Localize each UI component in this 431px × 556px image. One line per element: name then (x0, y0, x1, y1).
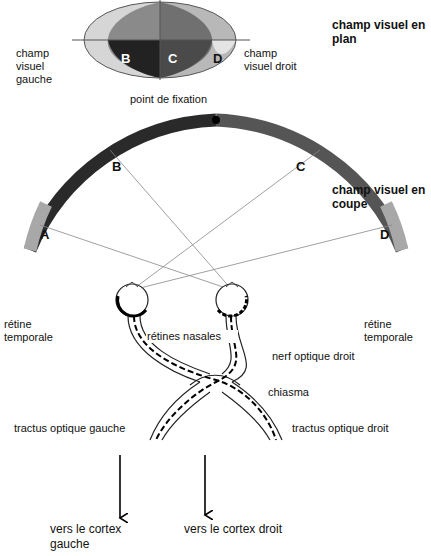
optic-nerves (128, 316, 282, 440)
retina-label: rétines nasales (146, 330, 238, 343)
chiasma-label: chiasma (268, 386, 328, 399)
field-heading: champ visuel en plan (332, 18, 427, 46)
tract-label: tractus optique droit (292, 422, 417, 435)
fixation-label: point de fixation (130, 93, 240, 106)
field-letter: D (213, 52, 227, 65)
nerve-label: nerf optique droit (272, 350, 382, 363)
eyes (116, 284, 248, 316)
arrow-to-left-cortex (119, 455, 121, 518)
arc-letter: B (112, 160, 126, 173)
fixation-point (212, 116, 220, 124)
section-heading: champ visuel en coupe (332, 183, 427, 211)
cortex-label: vers le cortex droit (184, 522, 294, 537)
arc-letter: A (40, 228, 54, 241)
field-label: champ visuel droit (244, 47, 306, 73)
field-letter: B (121, 52, 135, 65)
horizontal-meridian (72, 40, 250, 41)
arc-letter: D (380, 228, 394, 241)
vertical-meridian (160, 0, 161, 80)
retina-label: rétine temporale (4, 318, 74, 344)
right-eye-fibres (134, 316, 276, 440)
left-field-arc (30, 120, 216, 250)
arrow-to-right-cortex (204, 455, 206, 515)
field-letter: C (168, 52, 182, 65)
tract-label: tractus optique gauche (14, 422, 144, 435)
cortex-label: vers le cortex gauche (50, 522, 160, 552)
retina-label: rétine temporale (364, 318, 428, 344)
field-label: champ visuel gauche (16, 47, 78, 86)
arc-letter: C (296, 160, 310, 173)
rays (40, 150, 392, 290)
